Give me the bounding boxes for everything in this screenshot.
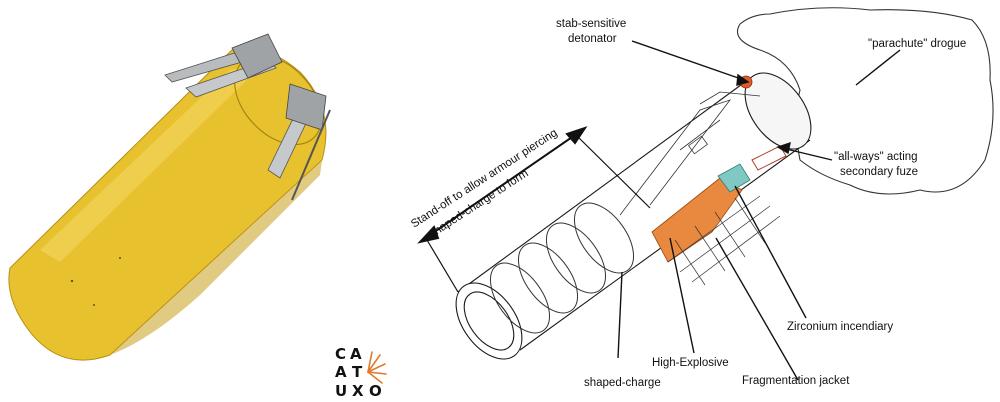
label-high-explosive: High-Explosive: [652, 357, 729, 369]
tape-wire: [291, 109, 331, 201]
submunition-highlight: [40, 68, 255, 263]
secondary-fuze: [751, 145, 787, 171]
label-fuze-line2: secondary fuze: [840, 166, 918, 178]
fragmentation-jacket: [667, 195, 781, 286]
high-explosive-fill: [651, 177, 743, 263]
zirconium-fill: [717, 163, 751, 193]
label-fuze-line1: "all-ways" acting: [834, 151, 918, 163]
logo-letter-u: U: [335, 382, 347, 400]
label-fragmentation: Fragmentation jacket: [742, 375, 850, 387]
label-standoff-line1: Stand-off to allow armour piercing: [409, 127, 560, 231]
leader-lines: [617, 40, 901, 381]
label-detonator-line1: stab-sensitive: [556, 18, 626, 30]
tape-band-top: [231, 33, 283, 79]
standoff-arrow: [417, 126, 651, 293]
logo-letter-o: O: [369, 382, 382, 400]
label-drogue: "parachute" drogue: [868, 38, 966, 50]
label-zirconium: Zirconium incendiary: [787, 321, 893, 333]
logo-letter-c: C: [335, 345, 346, 363]
cylinder-body: [455, 72, 812, 360]
label-shaped-charge: shaped-charge: [584, 377, 661, 389]
logo-letter-t: T: [352, 363, 363, 381]
logo-letter-a1: A: [350, 345, 362, 363]
mechanism-sketch: [619, 91, 761, 216]
logo-letter-x: X: [352, 382, 364, 400]
submunition-shadow: [110, 160, 322, 355]
submunition-photo: [8, 33, 331, 361]
technical-diagram: stab-sensitive detonator "parachute" dro…: [409, 7, 994, 389]
logo-burst-icon: [367, 351, 387, 384]
catuxo-logo: C A A T U X O: [335, 345, 387, 400]
spiral-spring: [490, 202, 634, 334]
label-detonator-line2: detonator: [568, 33, 617, 45]
logo-letter-a2: A: [335, 363, 347, 381]
